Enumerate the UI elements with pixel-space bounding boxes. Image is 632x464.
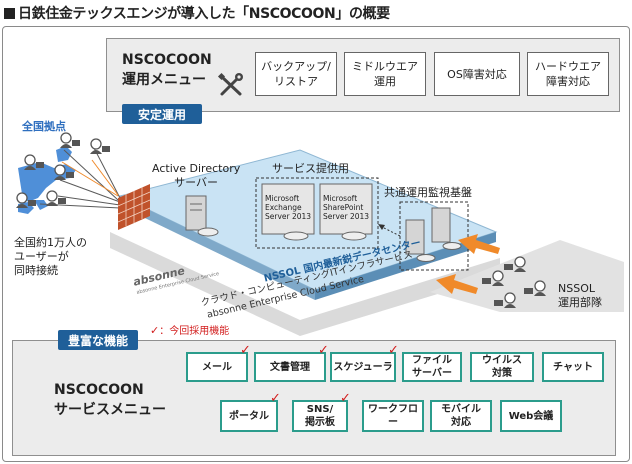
wrench-screwdriver-icon <box>217 72 243 96</box>
ad-server-icon <box>185 195 219 237</box>
backup-restore-button: バックアップ/ リストア <box>255 52 337 96</box>
rich-features-tag: 豊富な機能 <box>58 330 138 350</box>
adopted-check-icon: ✓ <box>240 343 251 358</box>
adopted-check-icon: ✓ <box>270 391 281 406</box>
middleware-ops-button: ミドルウエア 運用 <box>344 52 426 96</box>
service-menu-title: NSCOCOON サービスメニュー <box>54 382 166 418</box>
service-item: チャット <box>542 352 604 382</box>
network-lines <box>39 147 121 209</box>
service-item: SNS/ 掲示板 <box>292 400 348 432</box>
title-bullet <box>4 8 15 19</box>
ops-arrows <box>436 234 500 294</box>
exchange-server-text: Microsoft Exchange Server 2013 <box>265 194 312 221</box>
ops-team-label: NSSOL 運用部隊 <box>558 282 602 309</box>
user-icons-left <box>16 132 110 208</box>
service-item: スケジューラ <box>330 352 396 382</box>
ops-floor <box>430 240 624 312</box>
service-item: メール <box>186 352 248 382</box>
stable-ops-tag: 安定運用 <box>122 104 202 124</box>
exchange-server-icon <box>261 183 315 241</box>
monitor-server-icon <box>405 207 462 262</box>
service-item: ワークフロー <box>362 400 424 432</box>
sharepoint-server-text: Microsoft SharePoint Server 2013 <box>323 194 370 221</box>
page-title: 日鉄住金テックスエンジが導入した「NSCOCOON」の概要 <box>4 3 390 23</box>
adopted-check-icon: ✓ <box>388 343 399 358</box>
ad-server-label: Active Directory サーバー <box>152 162 241 189</box>
service-item: Web会議 <box>500 400 562 432</box>
service-item: ウイルス 対策 <box>470 352 534 382</box>
monitor-label: 共通運用監視基盤 <box>384 186 472 199</box>
hardware-failure-button: ハードウエア 障害対応 <box>527 52 609 96</box>
datacenter-platform-side-left <box>120 196 315 300</box>
check-icon: ✓ <box>150 324 160 337</box>
service-item: ポータル <box>220 400 278 432</box>
ops-menu-title: NSCOCOON 運用メニュー <box>122 52 212 88</box>
service-item: ファイル サーバー <box>402 352 462 382</box>
service-item: 文書管理 <box>254 352 326 382</box>
adopted-note-text: ：今回採用機能 <box>159 326 230 337</box>
users-count-label: 全国約1万人の ユーザーが 同時接続 <box>14 236 87 277</box>
service-label: サービス提供用 <box>272 162 349 175</box>
adopted-note: ✓：今回採用機能 <box>150 322 229 337</box>
cloud-floor <box>110 232 500 336</box>
title-text: 日鉄住金テックスエンジが導入した「NSCOCOON」の概要 <box>18 6 390 22</box>
service-item: モバイル 対応 <box>430 400 492 432</box>
sites-label: 全国拠点 <box>22 120 66 133</box>
sharepoint-server-icon <box>319 183 373 241</box>
adopted-check-icon: ✓ <box>318 343 329 358</box>
os-failure-button: OS障害対応 <box>434 52 520 96</box>
adopted-check-icon: ✓ <box>340 391 351 406</box>
firewall-icon <box>117 184 151 230</box>
service-group-box <box>255 177 379 249</box>
ops-team-icons <box>482 256 546 308</box>
